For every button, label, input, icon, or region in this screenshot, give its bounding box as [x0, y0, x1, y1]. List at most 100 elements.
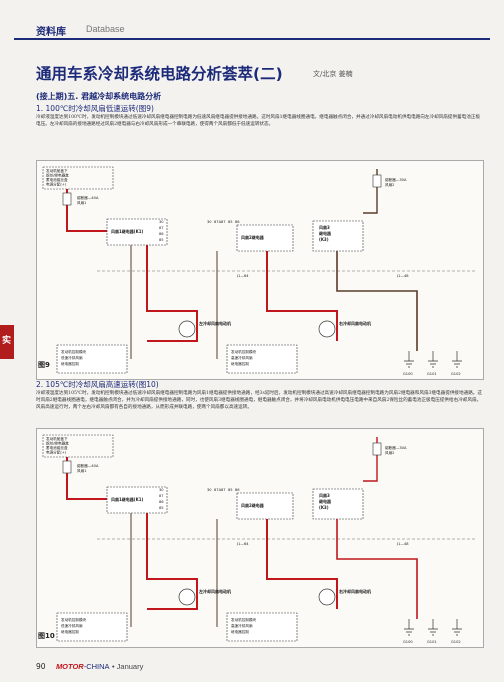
brand-logo-china: -CHINA — [83, 662, 110, 671]
fuse2-label: 风扇2 — [385, 182, 394, 187]
side-tab-label: 实 — [2, 336, 12, 346]
section-label-en: Database — [86, 24, 125, 34]
fuse-box-label: 电源分配(+) — [46, 182, 67, 187]
relay1-pin: 86 — [159, 232, 164, 236]
ecm-left-label: 发动机控制模块 — [61, 349, 87, 354]
ecm-mid-label: 高速冷却风扇 — [231, 355, 253, 360]
fuse-box-label: 蓄电池熔丝盒 — [46, 445, 68, 450]
relay2-box — [236, 224, 294, 252]
ecm-left-label: 发动机控制模块 — [61, 617, 87, 622]
fuse-box-outline — [42, 434, 114, 458]
relay-pin: 86 — [235, 488, 240, 492]
brand-logo-motor: MOTOR — [55, 662, 84, 671]
relay3-label: 风扇3 — [319, 224, 330, 230]
fuse-box-label: 电源分配(+) — [46, 450, 67, 455]
motor-right-label: 右冷却风扇电动机 — [338, 588, 371, 594]
relay1-pin: 87 — [159, 494, 164, 498]
relay3-label: (K3) — [319, 237, 329, 242]
fuse-box-label: 发动机舱盖下 — [46, 168, 68, 173]
fuse2-label: 熔断器—30A — [385, 445, 407, 450]
relay3-label: 继电器 — [319, 498, 332, 504]
ground-icon — [452, 619, 462, 636]
continued-heading: (接上期)五. 君越冷却系统电路分析 — [36, 92, 162, 101]
ecm-mid-label: 发动机控制模块 — [231, 617, 257, 622]
fuse2-label: 风扇2 — [385, 450, 394, 455]
relay1-pin: 30 — [159, 220, 164, 224]
ground-label: G100 — [403, 372, 413, 376]
relay3-label: 继电器 — [319, 230, 332, 236]
section1-heading: 1. 100℃时冷却风扇低速运转(图9) — [36, 104, 154, 113]
fuse1-label: 风扇1 — [77, 200, 86, 205]
relay2-box — [236, 492, 294, 520]
ground-icon — [428, 351, 438, 368]
ecm-left-label: 低速冷却风扇 — [61, 355, 83, 360]
ground-icon — [404, 619, 414, 636]
motor-right-wire — [266, 251, 338, 341]
relay2-label: 风扇2继电器 — [241, 234, 265, 240]
ground-icon — [452, 351, 462, 368]
ground-icon — [404, 351, 414, 368]
fuse-box-outline — [42, 166, 114, 190]
relay1-box — [106, 218, 168, 246]
connector-label: J1—64 — [236, 542, 249, 546]
relay-pin: 87A — [214, 488, 222, 492]
ground-label: G102 — [451, 372, 461, 376]
control-wire — [130, 245, 218, 359]
fuse2-label: 熔断器—30A — [385, 177, 407, 182]
ecm-mid-label: 高速冷却风扇 — [231, 623, 253, 628]
relay-pin: 85 — [228, 488, 233, 492]
ecm-left-box — [56, 612, 128, 642]
fuse1-icon — [62, 460, 72, 474]
article-byline: 文/北京 姜楠 — [313, 70, 353, 78]
fuse2-icon — [372, 442, 382, 456]
article-title: 通用车系冷却系统电路分析荟萃(二) — [36, 65, 283, 83]
figure10-label: 图10 — [38, 632, 55, 640]
relay3-box — [312, 488, 364, 520]
fuse1-icon — [62, 192, 72, 206]
motor-right-icon — [318, 588, 336, 606]
relay-pin: 86 — [235, 220, 240, 224]
ground-label: G101 — [427, 372, 437, 376]
relay1-box — [106, 486, 168, 514]
section2-heading: 2. 105℃时冷却风扇高速运转(图10) — [36, 380, 159, 389]
connector-label: J1—48 — [396, 542, 409, 546]
ecm-left-label: 继电器控制 — [61, 361, 79, 366]
motor-left-wire — [146, 245, 198, 342]
page-number: 90 — [36, 662, 46, 671]
ecm-mid-box — [226, 344, 298, 374]
ecm-left-box — [56, 344, 128, 374]
relay1-pin: 87 — [159, 226, 164, 230]
fuse-box-label: 蓄电池熔丝盒 — [46, 177, 68, 182]
relay1-pin: 86 — [159, 500, 164, 504]
motor-left-wire — [146, 513, 198, 610]
connector-label: J1—64 — [236, 274, 249, 278]
fuse1-label: 风扇1 — [77, 468, 86, 473]
figure9-label: 图9 — [38, 361, 50, 369]
relay3-box — [312, 220, 364, 252]
ground-label: G101 — [427, 640, 437, 644]
fuse1-label: 熔断器—40A — [77, 463, 99, 468]
motor-right-label: 右冷却风扇电动机 — [338, 320, 371, 326]
motor-left-icon — [178, 588, 196, 606]
fuse-box-label: 熔丝/继电器盒 — [46, 173, 69, 178]
relay1-label: 风扇1继电器(K1) — [111, 496, 143, 502]
motor-left-label: 左冷却风扇电动机 — [198, 588, 231, 594]
fuse-box-label: 发动机舱盖下 — [46, 436, 68, 441]
ecm-mid-label: 发动机控制模块 — [231, 349, 257, 354]
ecm-mid-label: 继电器控制 — [231, 629, 249, 634]
control-wire — [130, 513, 218, 627]
ecm-mid-label: 继电器控制 — [231, 361, 249, 366]
section1-paragraph: 冷却液温度达到100℃时，发动机控制模块通过低速冷却风扇继电器控制电路为低速风扇… — [36, 115, 481, 128]
relay1-pin: 85 — [159, 238, 164, 242]
relay2-label: 风扇2继电器 — [241, 502, 265, 508]
diagram-svg: 发动机舱盖下熔丝/继电器盒蓄电池熔丝盒电源分配(+)熔断器—40A风扇1风扇1继… — [42, 166, 477, 376]
fuse1-label: 熔断器—40A — [77, 195, 99, 200]
section-header: 资料库 Database — [14, 22, 490, 40]
fuse2-icon — [372, 174, 382, 188]
fuse-box-label: 熔丝/继电器盒 — [46, 441, 69, 446]
page-footer: 90 MOTOR-CHINA • January — [36, 662, 143, 674]
